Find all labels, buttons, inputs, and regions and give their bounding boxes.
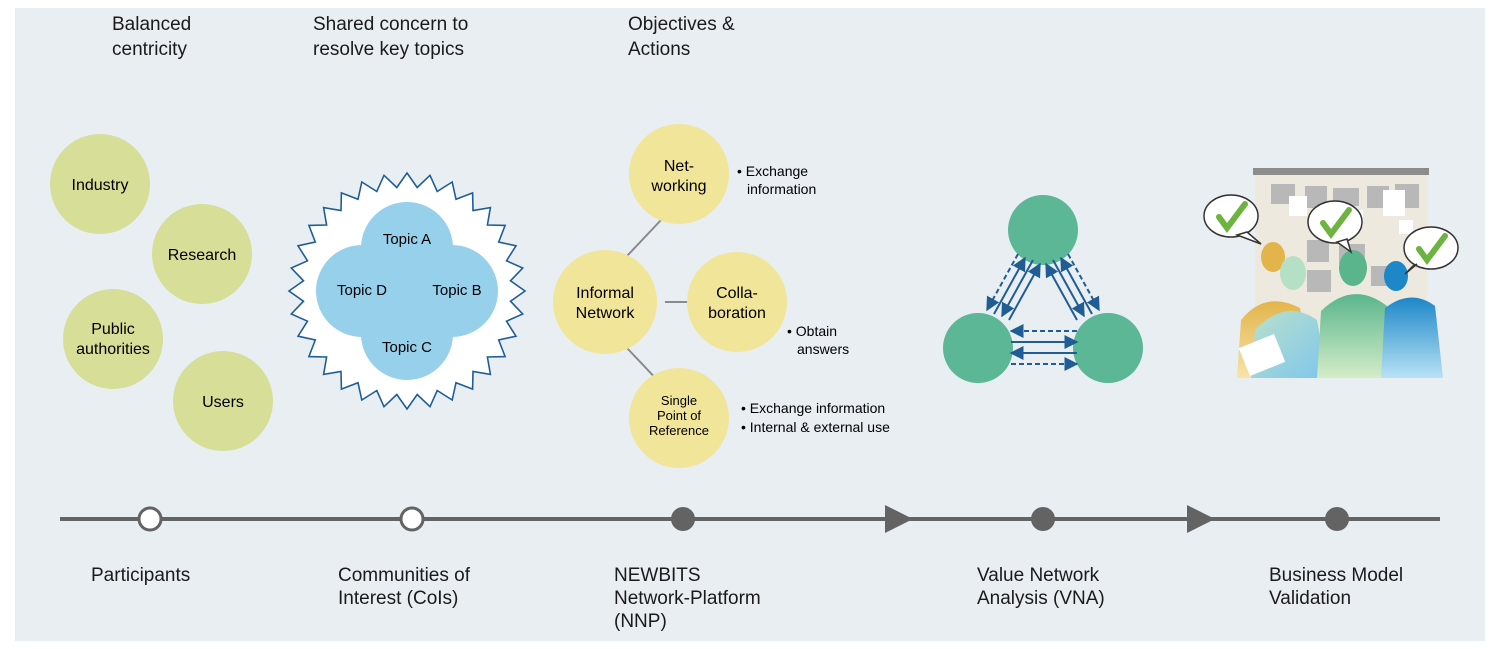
users-circle (173, 351, 273, 451)
vna-node-right (1073, 313, 1143, 383)
research-label: Research (168, 247, 236, 264)
person-icon (1339, 250, 1367, 286)
spor-circle (629, 368, 729, 468)
check-icon (1320, 207, 1352, 240)
header-line: Shared concern to (313, 14, 469, 35)
check-icon (1216, 201, 1248, 234)
label-line: Analysis (VNA) (977, 588, 1105, 609)
collaboration-bullet-2: answers (797, 341, 849, 357)
collaboration-label-1: Colla- (716, 285, 758, 302)
spor-label-1: Single (661, 393, 697, 408)
label-line: Communities of (338, 565, 470, 586)
topic-c-label: Topic C (382, 339, 432, 356)
authorities-label: authorities (76, 341, 150, 358)
vna-group (943, 195, 1143, 383)
person-icon (1381, 297, 1443, 378)
vna-arrow (1001, 259, 1034, 318)
industry-label: Industry (72, 177, 129, 194)
bmv-illustration (1203, 168, 1459, 378)
timeline-node-participants (137, 506, 163, 532)
vna-arrow (1045, 262, 1078, 321)
topic-d-label: Topic D (337, 282, 387, 299)
header-line: resolve key topics (313, 39, 465, 60)
timeline-node-nnp (671, 507, 695, 531)
vna-arrow (1060, 256, 1093, 315)
diagram-svg: Industry Research Public authorities Use… (50, 124, 1459, 533)
users-label: Users (202, 394, 244, 411)
industry-circle (50, 134, 150, 234)
collaboration-bullet-1: • Obtain (787, 323, 837, 339)
informal-label-1: Informal (576, 285, 634, 302)
label-line: (NNP) (614, 611, 667, 632)
nnp-group: Net- working Informal Network Colla- bor… (553, 124, 890, 468)
label-line: Interest (CoIs) (338, 588, 459, 609)
label-vna: Value Network Analysis (VNA) (977, 564, 1105, 610)
person-icon (1261, 242, 1285, 272)
label-line: NEWBITS (614, 565, 701, 586)
spor-label-3: Reference (649, 423, 709, 438)
collaboration-circle (687, 252, 787, 352)
vna-arrow (993, 256, 1026, 315)
header-platform: Objectives & Actions (628, 12, 735, 62)
informal-label-2: Network (576, 305, 636, 322)
spor-bullet-2: • Internal & external use (741, 419, 890, 435)
vna-arrow (1052, 259, 1085, 318)
spor-label-2: Point of (657, 408, 701, 423)
diagram-canvas: Industry Research Public authorities Use… (15, 8, 1485, 641)
vna-node-top (1008, 195, 1078, 265)
header-participants: Balanced centricity (112, 12, 191, 62)
vna-arrow (1067, 253, 1100, 312)
public-authorities-circle (63, 289, 163, 389)
header-communities: Shared concern to resolve key topics (313, 12, 468, 62)
timeline-node-cois (399, 506, 425, 532)
label-line: Validation (1269, 588, 1352, 609)
networking-bullet-2: information (747, 181, 816, 197)
collaboration-label-2: boration (708, 305, 766, 322)
paper (1238, 333, 1286, 377)
timeline (60, 505, 1440, 533)
timeline-arrow (1187, 505, 1215, 533)
vna-arrow (1008, 262, 1041, 321)
connector-networking (626, 219, 662, 257)
person-icon (1280, 256, 1306, 290)
board-rail (1253, 168, 1429, 175)
label-cois: Communities of Interest (CoIs) (338, 564, 470, 610)
research-circle (152, 204, 252, 304)
topic-a-label: Topic A (383, 231, 431, 248)
topic-b-label: Topic B (432, 282, 481, 299)
label-bmv: Business Model Validation (1269, 564, 1403, 610)
networking-label-2: working (650, 178, 706, 195)
label-line: Participants (91, 565, 191, 586)
header-line: Actions (628, 39, 691, 60)
label-line: Value Network (977, 565, 1100, 586)
networking-bullet-1: • Exchange (737, 163, 808, 179)
label-line: Business Model (1269, 565, 1404, 586)
person-icon (1384, 261, 1408, 291)
vna-node-left (943, 313, 1013, 383)
networking-label-1: Net- (664, 158, 694, 175)
check-icon (1416, 233, 1448, 266)
spor-bullet-1: • Exchange information (741, 400, 885, 416)
timeline-node-vna (1031, 507, 1055, 531)
label-nnp: NEWBITS Network-Platform (NNP) (614, 564, 761, 633)
header-line: Objectives & (628, 14, 735, 35)
public-label: Public (91, 321, 135, 338)
informal-network-circle (553, 250, 657, 354)
person-icon (1317, 294, 1391, 378)
header-line: centricity (112, 39, 187, 60)
label-participants: Participants (91, 564, 190, 587)
participants-group: Industry Research Public authorities Use… (50, 134, 273, 451)
vna-arrow (986, 253, 1019, 312)
label-line: Network-Platform (614, 588, 761, 609)
topic-d-circle (316, 245, 408, 337)
timeline-arrow (885, 505, 913, 533)
header-line: Balanced (112, 14, 192, 35)
communities-group: Topic A Topic B Topic C Topic D (287, 171, 527, 411)
networking-circle (629, 124, 729, 224)
timeline-node-bmv (1325, 507, 1349, 531)
